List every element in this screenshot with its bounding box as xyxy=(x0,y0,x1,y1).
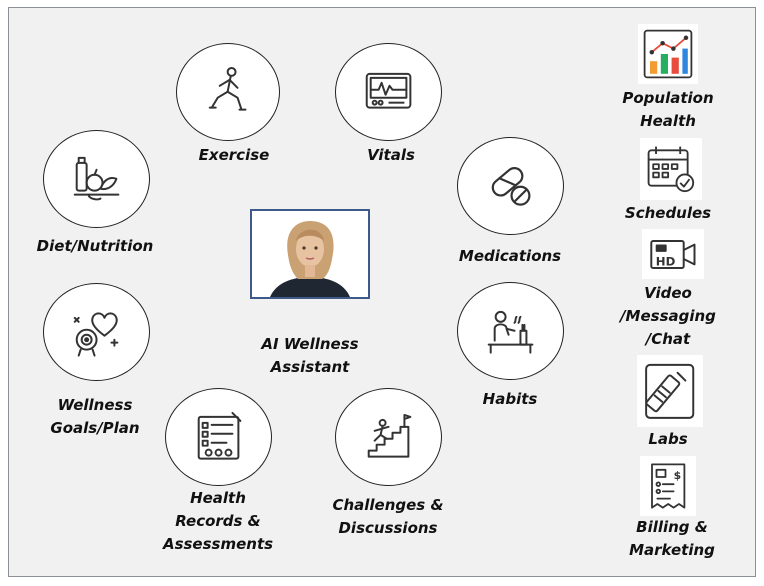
diet-node[interactable] xyxy=(43,130,150,228)
svg-text:HD: HD xyxy=(656,254,676,268)
labs-label: Labs xyxy=(648,430,688,448)
habits-label: Habits xyxy=(482,390,538,408)
person-drinking-icon xyxy=(487,311,534,354)
heart-target-icon xyxy=(73,312,119,357)
medications-label: Medications xyxy=(458,247,562,265)
goals-node[interactable] xyxy=(43,283,150,381)
labs-tile[interactable] xyxy=(637,355,703,427)
assistant-label: AI Wellness Assistant xyxy=(261,335,359,376)
medications-node[interactable] xyxy=(457,137,564,235)
habits-node[interactable] xyxy=(457,282,564,380)
records-label: Health Records & Assessments xyxy=(162,489,274,553)
runner-icon xyxy=(209,67,247,111)
bar-chart-icon xyxy=(643,29,693,79)
billing-tile[interactable]: $ xyxy=(640,456,696,516)
challenges-node[interactable] xyxy=(335,388,442,486)
hd-camera-icon: HD xyxy=(650,239,696,269)
exercise-label: Exercise xyxy=(198,146,270,164)
schedules-label: Schedules xyxy=(624,204,712,222)
population-health-tile[interactable] xyxy=(638,24,698,84)
vitals-label: Vitals xyxy=(367,146,415,164)
population-health-label: Population Health xyxy=(622,89,714,130)
groceries-icon xyxy=(73,157,120,201)
monitor-icon xyxy=(365,73,412,109)
records-node[interactable] xyxy=(165,388,272,486)
test-tube-icon xyxy=(645,363,695,419)
assistant-portrait-icon xyxy=(252,211,368,297)
stairs-flag-icon xyxy=(367,414,412,458)
pill-icon xyxy=(491,167,531,206)
exercise-node[interactable] xyxy=(176,43,280,141)
calendar-check-icon xyxy=(647,146,695,193)
diet-label: Diet/Nutrition xyxy=(36,237,154,255)
vitals-node[interactable] xyxy=(335,43,442,141)
schedules-tile[interactable] xyxy=(640,138,702,200)
ai-assistant-avatar xyxy=(250,209,370,299)
goals-label: Wellness Goals/Plan xyxy=(50,396,140,437)
svg-text:$: $ xyxy=(673,469,681,482)
video-tile[interactable]: HD xyxy=(642,229,704,279)
invoice-icon: $ xyxy=(650,463,686,509)
challenges-label: Challenges & Discussions xyxy=(332,496,444,537)
clipboard-icon xyxy=(197,412,242,460)
video-label: Video /Messaging /Chat xyxy=(620,284,716,348)
billing-label: Billing & Marketing xyxy=(629,518,715,559)
